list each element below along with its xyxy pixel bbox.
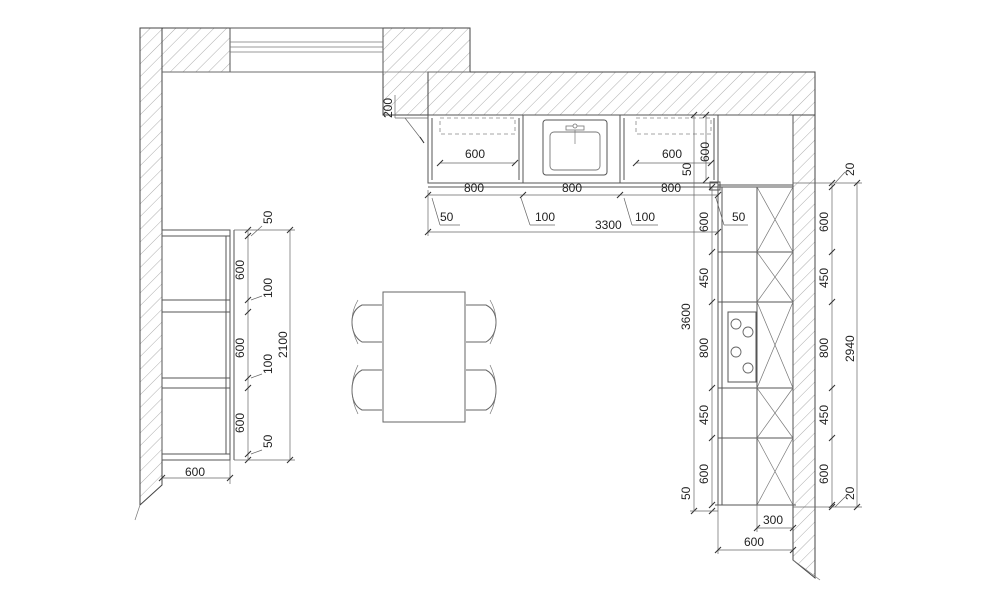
right-wall-cabinets xyxy=(715,186,796,506)
wall-top-right xyxy=(427,71,816,116)
dim-right-inner-2: 450 xyxy=(697,268,711,288)
dim-left-seg-4: 600 xyxy=(233,338,247,358)
dim-sink-module-2: 800 xyxy=(562,181,582,195)
dim-sink-offset-3: 100 xyxy=(635,210,655,224)
dim-sink-upper-right: 600 xyxy=(662,147,682,161)
dim-right-inner-3: 800 xyxy=(697,338,711,358)
dim-right-outer-3: 450 xyxy=(817,268,831,288)
dimension-labels: 200 600 600 600 50 800 800 800 50 100 10… xyxy=(185,98,857,549)
dim-sink-total: 3300 xyxy=(595,218,622,232)
dim-sink-upper-depth-right: 600 xyxy=(698,142,712,162)
dim-right-outer-7: 20 xyxy=(843,486,857,500)
dim-sink-gap-right: 50 xyxy=(680,162,694,176)
chair-left-bottom xyxy=(351,364,382,415)
walls xyxy=(139,27,816,580)
dim-left-seg-5: 100 xyxy=(261,354,275,374)
dim-right-outer-5: 450 xyxy=(817,405,831,425)
dim-left-depth: 600 xyxy=(185,465,205,479)
dim-left-seg-1: 50 xyxy=(261,210,275,224)
dim-left-total: 2100 xyxy=(276,331,290,358)
dimension-lines xyxy=(158,95,862,554)
sink xyxy=(542,119,608,176)
dim-left-seg-6: 600 xyxy=(233,413,247,433)
chair-left-top xyxy=(351,299,382,345)
chair-right-bottom xyxy=(466,364,497,415)
wall-left xyxy=(139,27,163,507)
dim-right-inner-total: 3600 xyxy=(679,303,693,330)
dim-right-inner-4: 450 xyxy=(697,405,711,425)
dim-left-seg-7: 50 xyxy=(261,434,275,448)
dim-right-outer-total: 2940 xyxy=(843,335,857,362)
dim-sink-upper-left: 600 xyxy=(465,147,485,161)
dining-table xyxy=(351,291,497,423)
sink-wall-cabinets xyxy=(427,114,794,191)
tall-unit-cross-marks xyxy=(756,186,794,506)
dim-left-seg-2: 600 xyxy=(233,260,247,280)
window xyxy=(229,27,384,73)
left-wall-cabinets xyxy=(161,229,235,461)
chair-right-top xyxy=(466,299,497,345)
dim-right-depth-small: 300 xyxy=(763,513,783,527)
dim-sink-offset-1: 50 xyxy=(440,210,454,224)
dim-right-bottom-gap: 50 xyxy=(679,486,693,500)
dim-sink-module-3: 800 xyxy=(661,181,681,195)
dim-right-outer-6: 600 xyxy=(817,464,831,484)
dim-sink-upper-depth: 200 xyxy=(381,98,395,118)
dim-sink-offset-2: 100 xyxy=(535,210,555,224)
dim-right-outer-4: 800 xyxy=(817,338,831,358)
dim-right-inner-5: 600 xyxy=(697,464,711,484)
dim-right-inner-1: 600 xyxy=(697,212,711,232)
wall-right xyxy=(792,114,816,580)
cooktop xyxy=(727,311,757,383)
dim-sink-offset-4: 50 xyxy=(732,210,746,224)
dim-sink-module-1: 800 xyxy=(464,181,484,195)
dim-left-seg-3: 100 xyxy=(261,278,275,298)
dim-right-depth: 600 xyxy=(744,535,764,549)
dim-right-outer-1: 20 xyxy=(843,162,857,176)
dim-right-outer-2: 600 xyxy=(817,212,831,232)
wall-top-left xyxy=(161,27,231,73)
